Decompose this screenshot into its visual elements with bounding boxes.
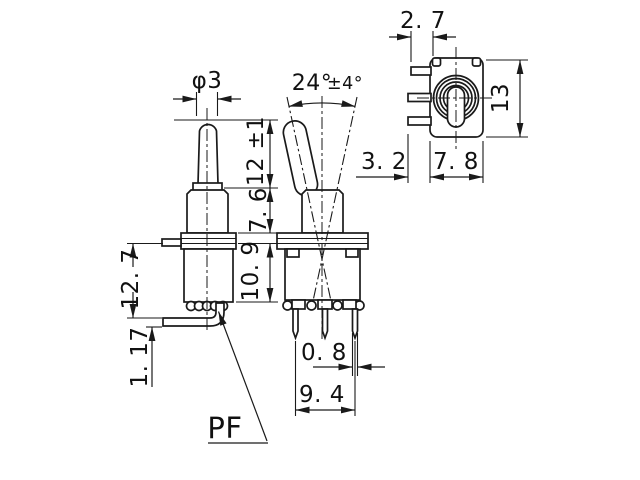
label-terminal-width: 0. 8 bbox=[301, 340, 347, 366]
label-body-height: 10. 9 bbox=[238, 240, 264, 301]
label-angle-tolerance: ±4° bbox=[327, 74, 363, 94]
dim-body-height: 10. 9 bbox=[238, 240, 274, 302]
dim-terminal-thickness: 1. 17 bbox=[127, 326, 162, 388]
dim-lever-length: 12 ±1 bbox=[244, 116, 274, 188]
terminal-pins bbox=[292, 308, 359, 341]
front-view: 24° ±4° bbox=[276, 71, 385, 416]
label-bushing-height: 7. 6 bbox=[246, 187, 272, 233]
corner-boss-left bbox=[431, 57, 442, 67]
body-corner-tab-right bbox=[345, 248, 359, 258]
label-pin-protrusion-top: 2. 7 bbox=[400, 8, 446, 34]
dim-terminal-drop: 12. 7 bbox=[118, 242, 163, 319]
dim-pin-protrusion-top: 2. 7 bbox=[389, 8, 456, 62]
label-terminal-drop: 12. 7 bbox=[118, 248, 144, 309]
terminal-pins-top bbox=[407, 66, 432, 126]
flange-side bbox=[180, 232, 237, 250]
label-lever-length: 12 ±1 bbox=[244, 116, 269, 186]
dim-terminal-span: 9. 4 bbox=[294, 341, 356, 416]
dim-pin-protrusion-side: 3. 2 bbox=[356, 134, 484, 183]
label-terminal-type: PF bbox=[207, 411, 242, 445]
body-corner-tab-left bbox=[286, 248, 300, 258]
label-body-length: 13 bbox=[488, 83, 514, 113]
flange-tab bbox=[161, 238, 182, 247]
body-side bbox=[183, 248, 234, 303]
label-terminal-span: 9. 4 bbox=[299, 382, 345, 408]
label-angle-value: 24° bbox=[292, 71, 333, 96]
pf-callout: PF bbox=[207, 311, 268, 445]
dim-body-length: 13 bbox=[486, 59, 528, 138]
lever-side bbox=[197, 123, 219, 185]
label-lever-diameter: φ3 bbox=[192, 68, 223, 94]
corner-boss-right bbox=[471, 57, 482, 67]
label-terminal-thickness: 1. 17 bbox=[127, 326, 153, 387]
dim-lever-diameter: φ3 bbox=[173, 68, 241, 116]
label-body-width: 7. 8 bbox=[433, 149, 479, 175]
label-pin-protrusion-side: 3. 2 bbox=[361, 149, 407, 175]
terminal-bases bbox=[282, 299, 365, 311]
side-view: φ3 12 ±1 7. 6 10. 9 12. 7 1. 17 bbox=[118, 68, 278, 445]
dim-terminal-width: 0. 8 bbox=[301, 333, 385, 376]
dim-body-width: 7. 8 bbox=[430, 149, 483, 181]
dim-angle: 24° ±4° bbox=[288, 71, 363, 108]
dim-bushing-height: 7. 6 bbox=[246, 187, 274, 233]
top-view: 2. 7 13 3. 2 7. 8 bbox=[356, 8, 528, 183]
